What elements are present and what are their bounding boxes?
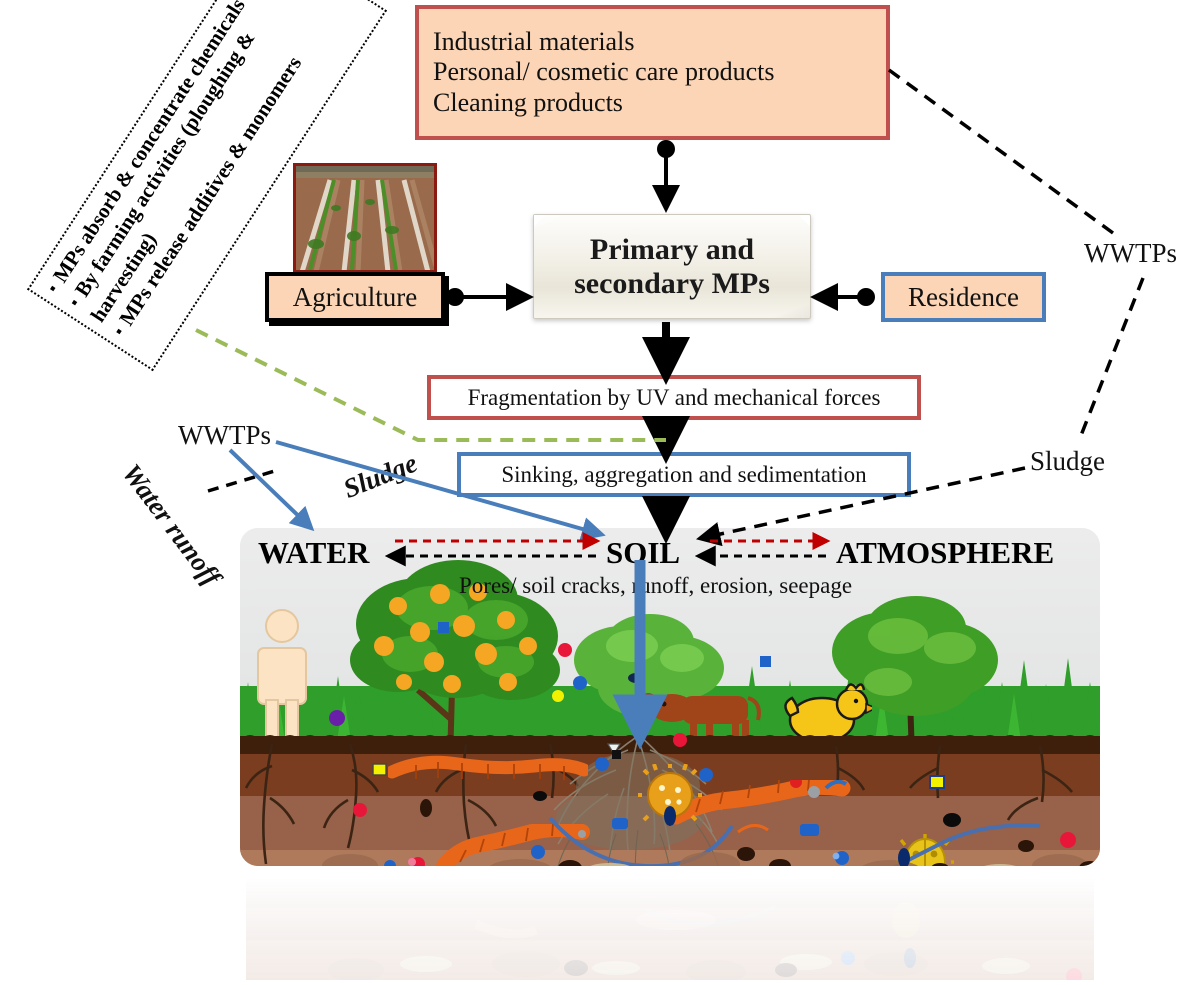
microplastic-particles	[329, 643, 1076, 866]
source-line: Cleaning products	[433, 87, 623, 117]
sources-to-wwtps-dashed	[887, 68, 1115, 235]
fragmentation-node[interactable]: Fragmentation by UV and mechanical force…	[427, 375, 921, 420]
primary-secondary-mps-node[interactable]: Primary and secondary MPs	[533, 214, 811, 319]
sources-box: Industrial materials Personal/ cosmetic …	[415, 5, 890, 140]
water-runoff-label: Water runoff	[116, 458, 227, 592]
agriculture-label: Agriculture	[292, 281, 418, 312]
sludge-right-label: Sludge	[1030, 446, 1106, 476]
agriculture-node[interactable]: Agriculture	[265, 272, 445, 322]
mps-line-2: secondary MPs	[574, 266, 770, 300]
water-runoff-dashed	[207, 468, 279, 493]
orange-tree	[350, 560, 560, 762]
soil-mottling	[322, 852, 1100, 866]
sludge-left-label: Sludge	[339, 447, 422, 504]
panel-reflection	[246, 868, 1094, 980]
tree	[832, 596, 998, 756]
wwtps-right-label: WWTPs	[1084, 238, 1177, 268]
water-label: WATER	[258, 535, 370, 570]
source-line: Personal/ cosmetic care products	[433, 57, 775, 87]
wwtps-to-water-arrow	[228, 448, 315, 532]
soil-processes-label: Pores/ soil cracks, runoff, erosion, see…	[459, 573, 853, 598]
earthworm	[388, 755, 588, 780]
chicken	[784, 683, 872, 752]
connector-dot	[657, 140, 675, 158]
human-figure	[257, 609, 307, 747]
microplastic-fibre	[892, 823, 1041, 866]
source-line: Industrial materials	[433, 27, 635, 57]
earthworm	[668, 780, 851, 825]
earthworm	[436, 824, 590, 866]
mps-line-1: Primary and	[589, 232, 755, 266]
soil-label: SOIL	[606, 535, 681, 570]
cow	[644, 693, 761, 746]
connector-dot	[857, 288, 875, 306]
residence-node[interactable]: Residence	[881, 272, 1046, 322]
atmosphere-label: ATMOSPHERE	[836, 535, 1055, 570]
fragmentation-label: Fragmentation by UV and mechanical force…	[467, 384, 881, 410]
microplastic-fibre	[548, 816, 734, 866]
residence-label: Residence	[908, 281, 1019, 312]
sinking-label: Sinking, aggregation and sedimentation	[501, 461, 867, 487]
sinking-node[interactable]: Sinking, aggregation and sedimentation	[457, 452, 911, 497]
wwtps-left-label: WWTPs	[178, 420, 271, 450]
wwtps-to-sludge-dashed	[1078, 277, 1145, 439]
agricultural-field-photo	[293, 163, 437, 273]
connector-dot	[446, 288, 464, 306]
litter-edge	[240, 735, 1100, 754]
soil-ecosystem-illustration	[240, 528, 1100, 866]
